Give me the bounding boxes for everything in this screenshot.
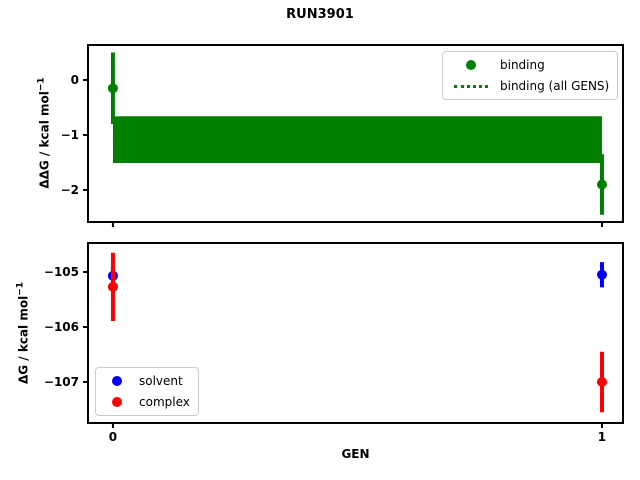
legend-marker-cell	[449, 84, 493, 88]
top-y-axis-label: ΔΔG / kcal mol−1	[37, 77, 52, 188]
y-axis-label-text: ΔG / kcal mol	[16, 295, 31, 385]
y-tick-label: −105	[44, 265, 79, 279]
legend-label: complex	[139, 395, 190, 409]
y-axis-label-superscript: −1	[36, 77, 47, 92]
data-point-complex	[596, 377, 607, 388]
legend-dot-icon	[466, 60, 476, 70]
y-axis-label-superscript: −1	[15, 281, 26, 296]
x-tick-label: 1	[598, 430, 606, 444]
legend-dotted-line-icon	[454, 84, 488, 88]
legend-box: solvent complex	[95, 367, 199, 416]
legend-box: binding binding (all GENS)	[442, 51, 619, 100]
x-axis-label: GEN	[341, 447, 370, 461]
legend-label: solvent	[139, 374, 183, 388]
figure-title: RUN3901	[286, 7, 354, 22]
y-axis-label-text: ΔΔG / kcal mol	[37, 91, 52, 189]
legend-item: solvent	[102, 372, 190, 390]
data-point-binding	[596, 179, 607, 190]
plot-spines	[87, 242, 624, 424]
legend-item: binding	[449, 56, 609, 74]
legend-dot-icon	[112, 376, 122, 386]
legend-label: binding	[500, 58, 545, 72]
x-tick-label: 0	[109, 430, 117, 444]
y-tick-label: −2	[61, 183, 79, 197]
legend-marker-cell	[102, 376, 132, 386]
y-tick-label: −107	[44, 375, 79, 389]
y-tick-label: −106	[44, 320, 79, 334]
legend-marker-cell	[449, 60, 493, 70]
legend-dot-icon	[112, 397, 122, 407]
legend-marker-cell	[102, 397, 132, 407]
legend-item: binding (all GENS)	[449, 77, 609, 95]
plot-spines	[87, 44, 624, 223]
legend-label: binding (all GENS)	[500, 79, 610, 93]
confidence-band	[112, 116, 602, 164]
bottom-y-axis-label: ΔG / kcal mol−1	[16, 282, 31, 384]
data-point-complex	[107, 281, 118, 292]
data-point-binding	[107, 83, 118, 94]
y-tick-label: −1	[61, 128, 79, 142]
legend-item: complex	[102, 393, 190, 411]
data-point-solvent	[596, 269, 607, 280]
y-tick-label: 0	[71, 73, 79, 87]
